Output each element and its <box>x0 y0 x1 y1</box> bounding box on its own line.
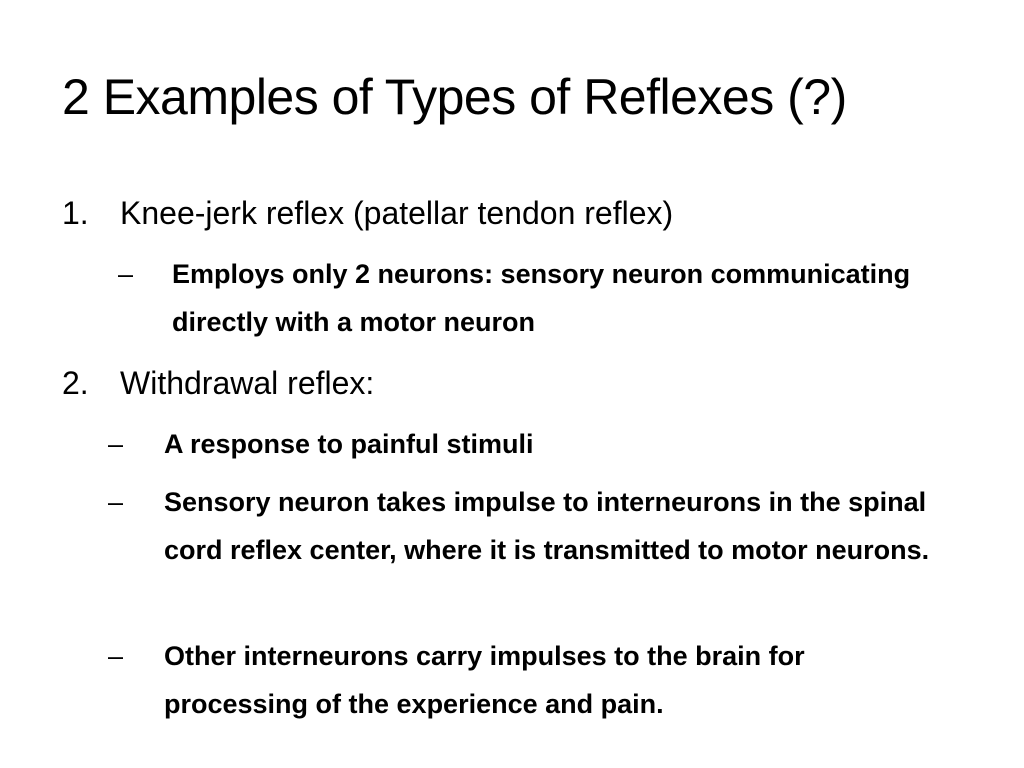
sub-item-2-3: – Other interneurons carry impulses to t… <box>0 632 1024 728</box>
list-item-number: 1. <box>62 195 89 231</box>
sub-item-text: Employs only 2 neurons: sensory neuron c… <box>172 259 911 337</box>
dash-marker: – <box>108 429 124 459</box>
dash-marker: – <box>118 259 134 289</box>
sub-item-1-1: – Employs only 2 neurons: sensory neuron… <box>0 250 1024 346</box>
sub-item-text: Sensory neuron takes impulse to interneu… <box>164 487 930 565</box>
sub-item-2-2: – Sensory neuron takes impulse to intern… <box>0 478 1024 622</box>
dash-marker: – <box>108 487 124 517</box>
list-item-number: 2. <box>62 365 89 401</box>
dash-marker: – <box>108 641 124 671</box>
sub-item-2-1: – A response to painful stimuli <box>0 420 1024 468</box>
slide-title: 2 Examples of Types of Reflexes (?) <box>62 69 847 125</box>
list-item-1: 1. Knee-jerk reflex (patellar tendon ref… <box>0 192 1024 234</box>
sub-item-text: Other interneurons carry impulses to the… <box>164 641 805 719</box>
sub-item-text: A response to painful stimuli <box>164 429 534 459</box>
list-item-text: Withdrawal reflex: <box>120 365 375 401</box>
list-item-text: Knee-jerk reflex (patellar tendon reflex… <box>120 195 674 231</box>
list-item-2: 2. Withdrawal reflex: <box>0 362 1024 404</box>
